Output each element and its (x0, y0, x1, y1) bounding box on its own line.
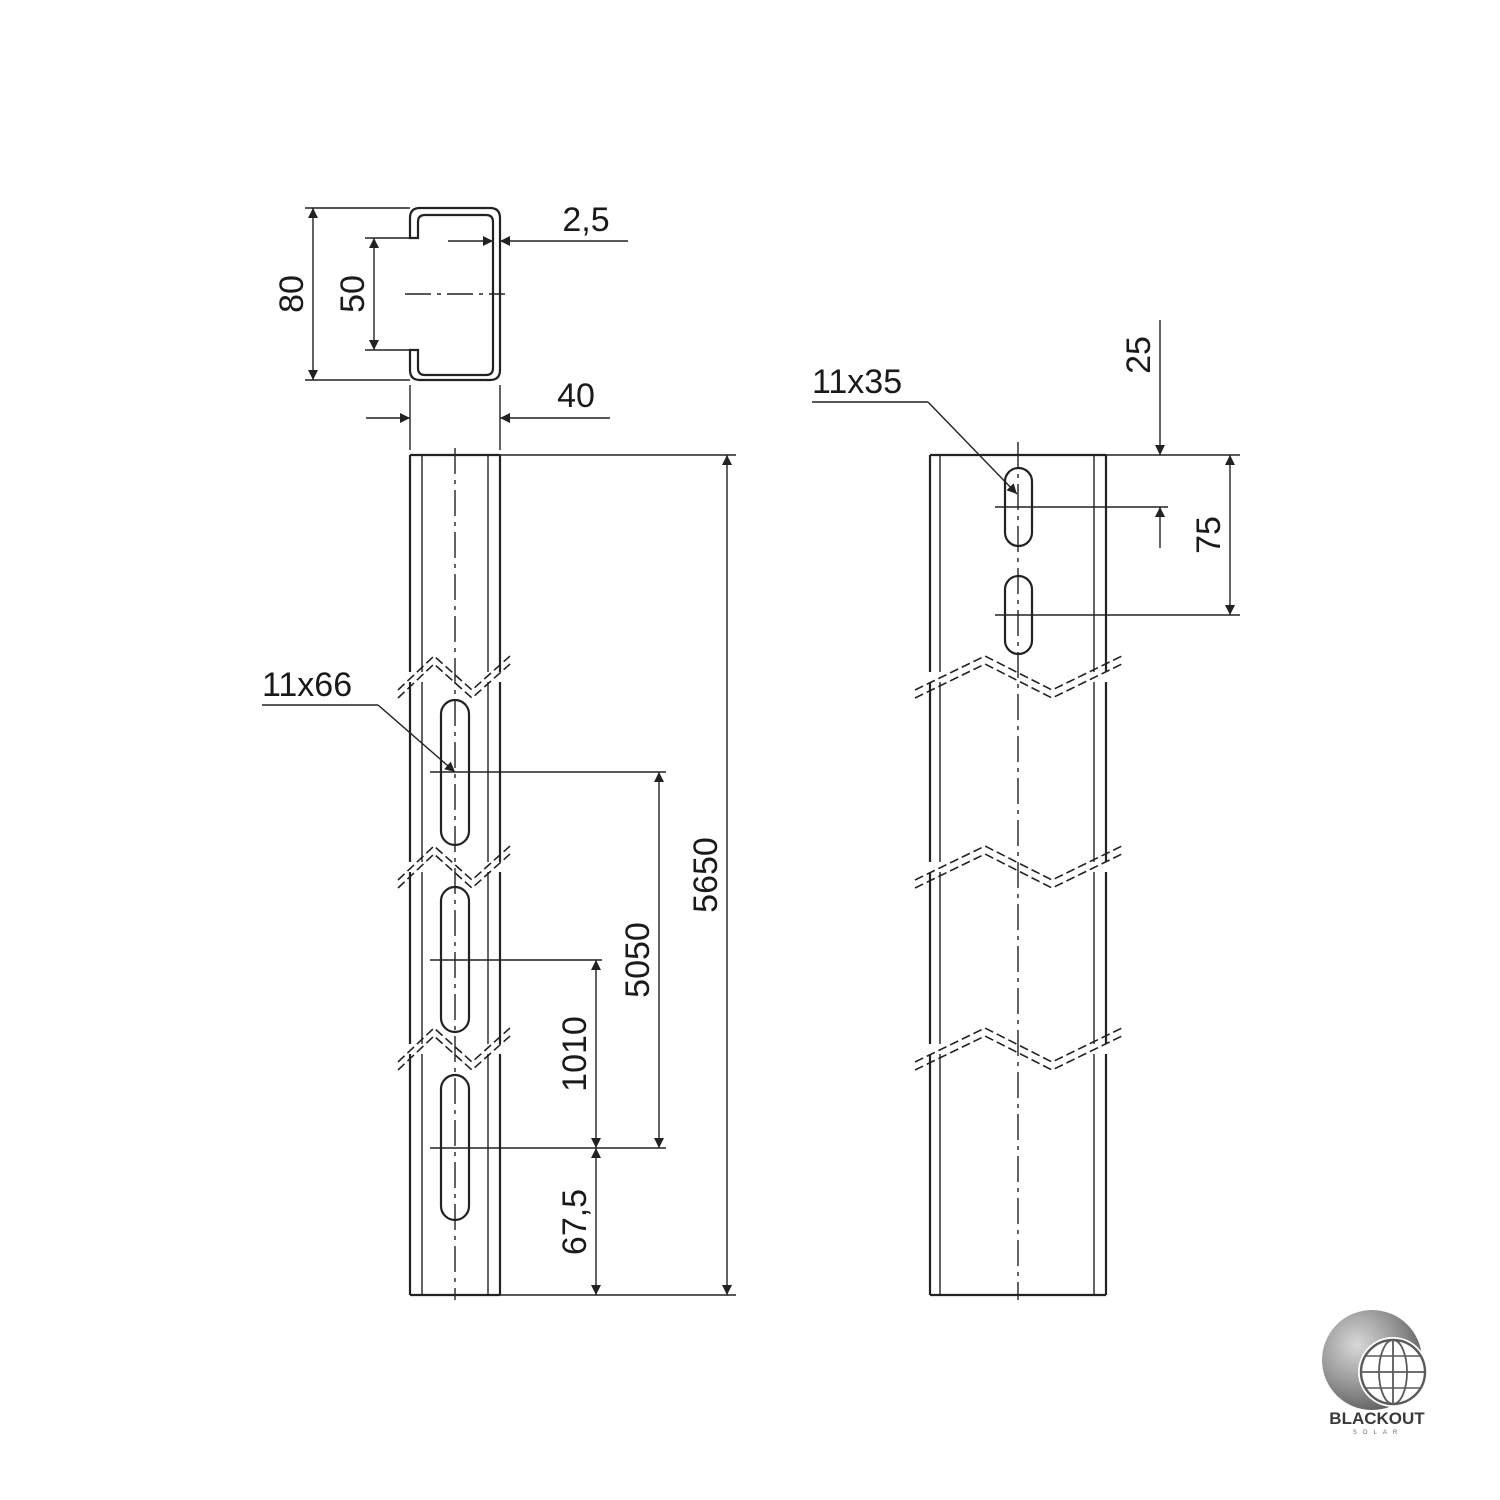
dim-width: 40 (557, 377, 595, 415)
dim-thickness: 2,5 (562, 201, 609, 239)
dim-span: 5050 (619, 922, 657, 998)
globe-icon (1359, 1338, 1427, 1406)
slot-label-long: 11x66 (262, 666, 352, 704)
front-view-long-slots: 11x66 5650 5050 1010 67,5 (262, 448, 736, 1300)
dim-top-offset: 25 (1120, 336, 1158, 374)
dim-slot-opening: 50 (334, 275, 372, 313)
dim-end-offset: 67,5 (556, 1189, 594, 1255)
logo-name: BLACKOUT (1329, 1409, 1425, 1428)
cross-section-view: 80 50 2,5 40 (273, 201, 628, 450)
blackout-solar-logo: BLACKOUT SOLAR (1322, 1310, 1428, 1436)
logo-tagline: SOLAR (1353, 1430, 1403, 1436)
side-view-short-slots: 11x35 25 75 (812, 320, 1240, 1300)
dim-pitch: 1010 (556, 1016, 594, 1092)
dim-slot-pitch: 75 (1190, 516, 1228, 554)
dim-total-length: 5650 (687, 837, 725, 913)
slot-label-short: 11x35 (812, 363, 902, 401)
dim-profile-height: 80 (273, 275, 311, 313)
